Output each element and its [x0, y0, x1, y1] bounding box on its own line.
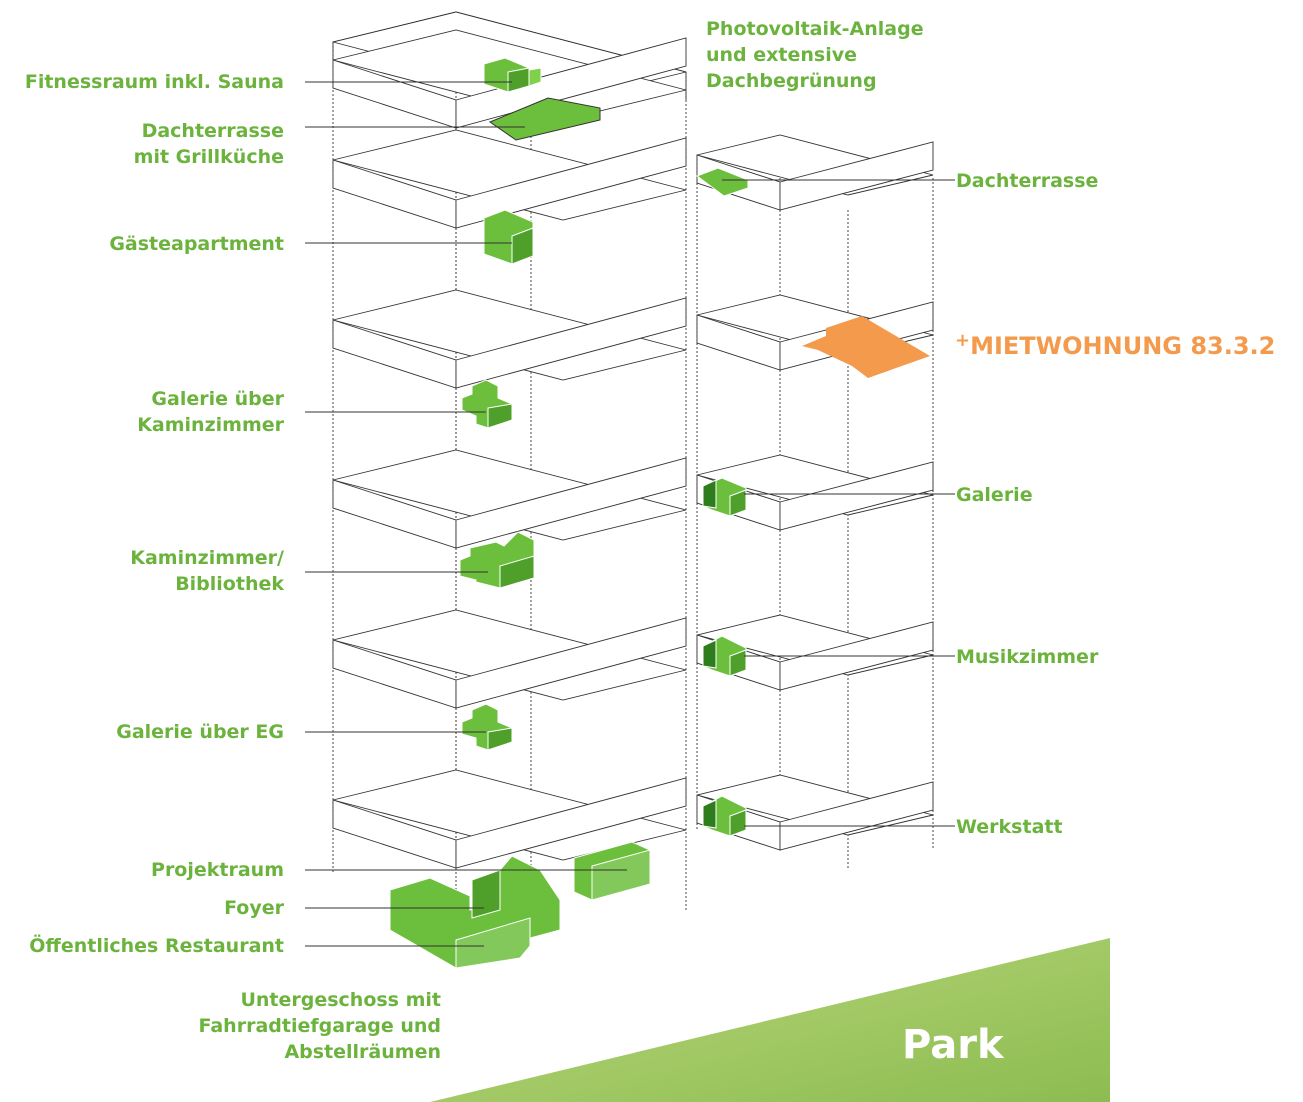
project-room-volume — [573, 841, 651, 901]
label-foyer: Foyer — [224, 897, 284, 919]
rental-text: MIETWOHNUNG 83.3.2 — [970, 332, 1276, 360]
label-music-room: Musikzimmer — [956, 646, 1099, 668]
restaurant-volume — [389, 855, 561, 969]
rental-prefix: + — [955, 330, 971, 351]
gallery-fireplace-volume — [461, 379, 513, 429]
rental-apartment-label: +MIETWOHNUNG 83.3.2 — [955, 326, 1275, 361]
gallery-ground-volume — [461, 703, 513, 751]
guest-apartment-volume — [483, 209, 534, 265]
park-area — [430, 938, 1110, 1102]
right-terrace-volume — [695, 167, 749, 197]
label-right-gallery: Galerie — [956, 484, 1033, 506]
roof-terrace-volume — [488, 97, 601, 141]
slab-side — [455, 297, 687, 389]
workshop-volume — [702, 795, 747, 837]
slab-side — [455, 617, 687, 709]
park-label: Park — [902, 1022, 1004, 1068]
slab-side — [455, 37, 687, 129]
slab-side — [779, 781, 934, 851]
fireplace-library-volume — [459, 531, 535, 589]
label-fireplace-library: Kaminzimmer/ Bibliothek — [130, 547, 284, 595]
label-gallery-ground: Galerie über EG — [116, 721, 284, 743]
label-workshop: Werkstatt — [956, 816, 1063, 838]
label-photovoltaic: Photovoltaik-Anlage und extensive Dachbe… — [706, 18, 924, 92]
label-guest-apartment: Gästeapartment — [109, 233, 284, 255]
label-roof-terrace: Dachterrasse mit Grillküche — [133, 120, 284, 168]
label-right-terrace: Dachterrasse — [956, 170, 1099, 192]
label-gallery-fireplace: Galerie über Kaminzimmer — [137, 388, 284, 436]
fitness-volume — [483, 57, 542, 93]
rental-apartment-volume — [802, 316, 930, 378]
left-tower-slabs — [332, 29, 687, 869]
label-basement: Untergeschoss mit Fahrradtiefgarage und … — [198, 989, 442, 1063]
slab-side — [779, 141, 934, 211]
slab-side — [455, 137, 687, 229]
right-gallery-volume — [702, 477, 747, 517]
slab-side — [779, 461, 934, 531]
label-restaurant: Öffentliches Restaurant — [29, 935, 284, 957]
green-volumes — [389, 57, 930, 969]
slab-side — [455, 457, 687, 549]
label-fitness: Fitnessraum inkl. Sauna — [24, 71, 284, 93]
music-room-volume — [702, 635, 747, 677]
leader-lines — [305, 81, 955, 947]
label-project-room: Projektraum — [151, 859, 284, 881]
slab-side — [455, 777, 687, 869]
